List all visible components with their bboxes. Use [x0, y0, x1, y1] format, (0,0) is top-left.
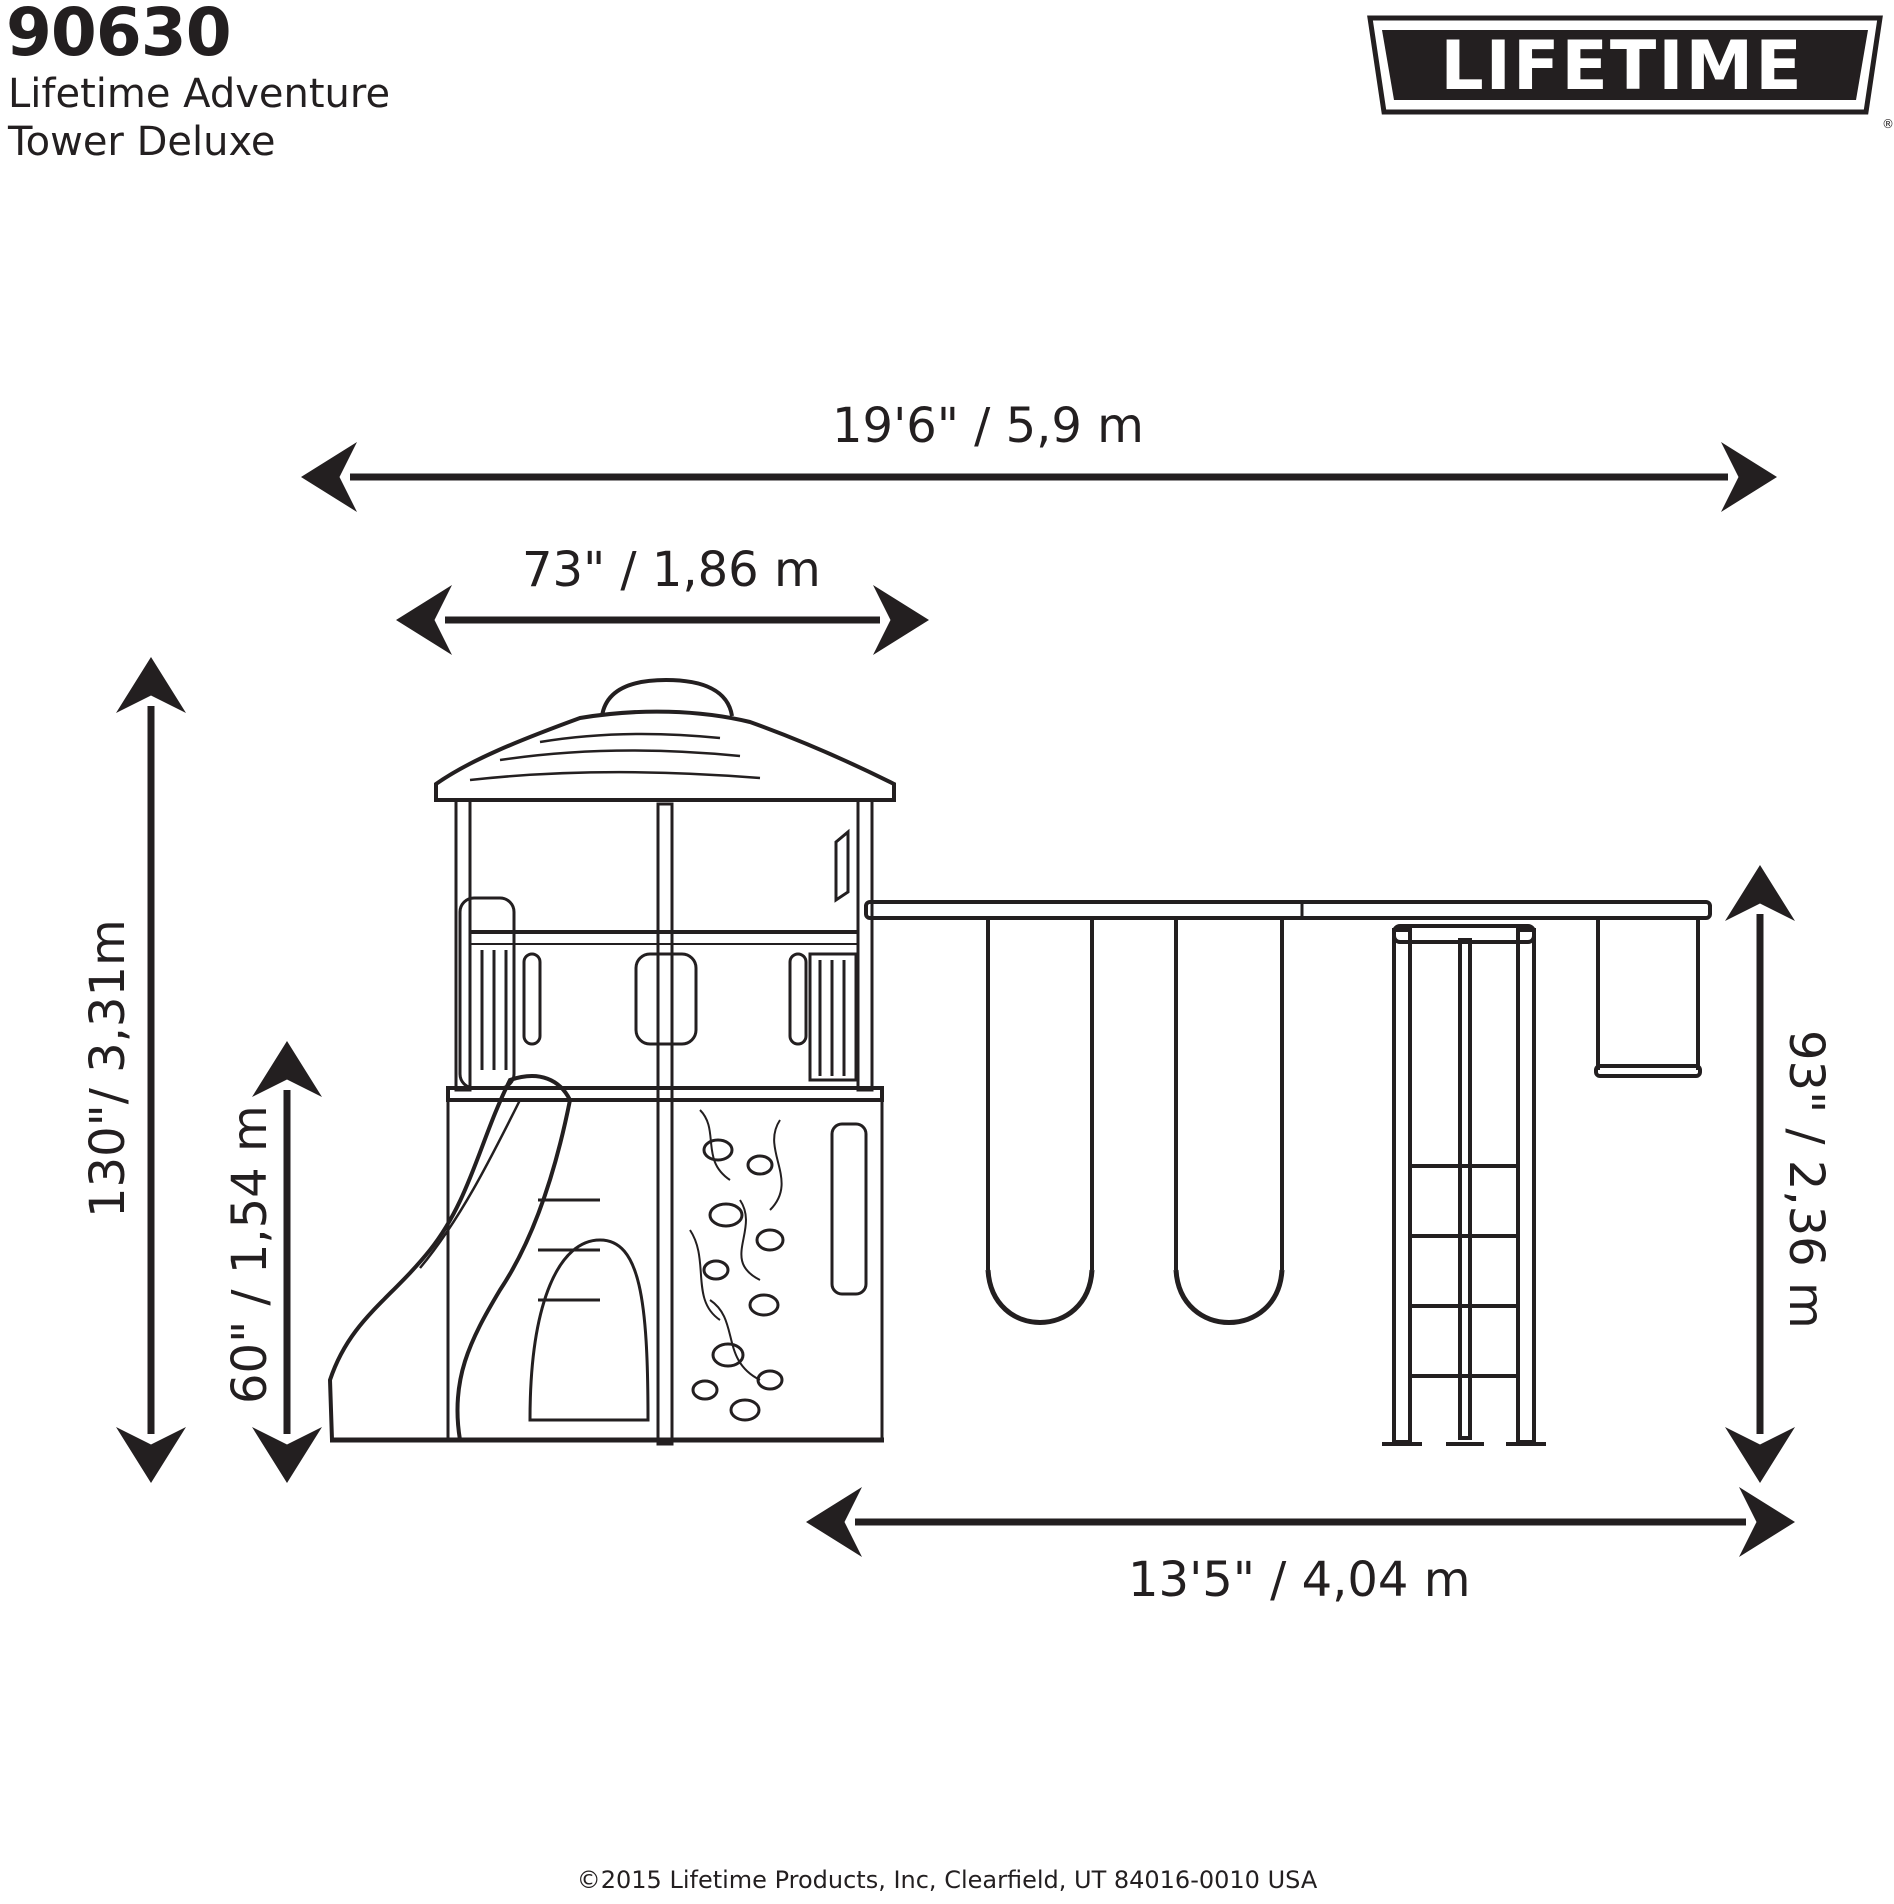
tower-dome [600, 677, 734, 717]
belt-swing-1 [985, 920, 1095, 1325]
model-number: 90630 [6, 0, 232, 71]
play-tower [327, 677, 896, 1446]
label-swing-beam-height: 93" / 2,36 m [1778, 1030, 1834, 1329]
product-name: Lifetime Adventure Tower Deluxe [8, 70, 390, 166]
belt-swing-2 [1173, 920, 1285, 1325]
wave-slide [327, 1074, 573, 1442]
swing-set [864, 900, 1712, 1446]
product-name-line2: Tower Deluxe [8, 119, 276, 165]
product-name-line1: Lifetime Adventure [8, 71, 391, 117]
label-deck-height: 60" / 1,54 m [222, 1105, 278, 1404]
trapeze-bar [1594, 920, 1702, 1078]
swing-beam [864, 900, 1712, 920]
swing-ladder [1382, 924, 1546, 1446]
dimension-arrows [116, 442, 1795, 1557]
svg-text:®: ® [1882, 117, 1894, 131]
tower-roof [434, 709, 896, 802]
lifetime-logo: LIFETIME ® [1367, 15, 1894, 131]
label-overall-length: 19'6" / 5,9 m [832, 398, 1144, 454]
label-swing-beam-length: 13'5" / 4,04 m [1128, 1552, 1471, 1608]
svg-text:LIFETIME: LIFETIME [1440, 27, 1803, 106]
label-tower-width: 73" / 1,86 m [522, 542, 821, 598]
copyright-notice: ©2015 Lifetime Products, Inc, Clearfield… [576, 1866, 1318, 1894]
label-overall-height: 130"/ 3,31m [80, 919, 136, 1218]
